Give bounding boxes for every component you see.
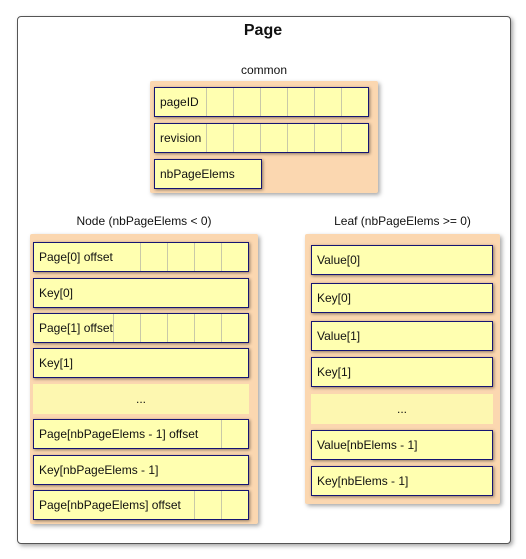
- common-field-revision: revision: [154, 123, 369, 153]
- byte-slot-divider: [221, 491, 222, 519]
- node-label: Node (nbPageElems < 0): [76, 214, 212, 228]
- byte-slot-divider: [260, 124, 261, 152]
- node-field-key-1: Key[1]: [33, 348, 249, 378]
- byte-slot-divider: [221, 314, 222, 342]
- common-label: common: [240, 63, 287, 77]
- byte-slot-divider: [206, 124, 207, 152]
- byte-slot-divider: [194, 314, 195, 342]
- leaf-label: Leaf (nbPageElems >= 0): [334, 214, 471, 228]
- common-field-nb-page-elems: nbPageElems: [154, 159, 262, 189]
- byte-slot-divider: [287, 88, 288, 116]
- leaf-field-value-0: Value[0]: [311, 245, 493, 275]
- node-field-ellipsis: ...: [33, 384, 249, 414]
- page-title: Page: [243, 22, 283, 39]
- byte-slot-divider: [233, 124, 234, 152]
- node-field-key-0: Key[0]: [33, 278, 249, 308]
- byte-slot-divider: [221, 420, 222, 448]
- byte-slot-divider: [113, 314, 114, 342]
- byte-slot-divider: [314, 124, 315, 152]
- byte-slot-divider: [140, 243, 141, 271]
- byte-slot-divider: [221, 243, 222, 271]
- leaf-field-ellipsis: ...: [311, 394, 493, 424]
- leaf-field-key-1: Key[1]: [311, 357, 493, 387]
- byte-slot-divider: [341, 88, 342, 116]
- byte-slot-divider: [167, 314, 168, 342]
- byte-slot-divider: [140, 314, 141, 342]
- node-field-key-last: Key[nbPageElems - 1]: [33, 455, 249, 485]
- byte-slot-divider: [167, 243, 168, 271]
- node-field-page-last-offset: Page[nbPageElems - 1] offset: [33, 419, 249, 449]
- byte-slot-divider: [287, 124, 288, 152]
- common-field-page-id: pageID: [154, 87, 369, 117]
- byte-slot-divider: [341, 124, 342, 152]
- byte-slot-divider: [194, 243, 195, 271]
- byte-slot-divider: [314, 88, 315, 116]
- node-field-page-0-offset: Page[0] offset: [33, 242, 249, 272]
- leaf-field-key-last: Key[nbElems - 1]: [311, 466, 493, 496]
- node-field-page-1-offset: Page[1] offset: [33, 313, 249, 343]
- leaf-field-key-0: Key[0]: [311, 283, 493, 313]
- leaf-field-value-1: Value[1]: [311, 321, 493, 351]
- leaf-field-value-last: Value[nbElems - 1]: [311, 430, 493, 460]
- node-field-page-nb-offset: Page[nbPageElems] offset: [33, 490, 249, 520]
- byte-slot-divider: [206, 88, 207, 116]
- byte-slot-divider: [233, 88, 234, 116]
- byte-slot-divider: [260, 88, 261, 116]
- byte-slot-divider: [194, 491, 195, 519]
